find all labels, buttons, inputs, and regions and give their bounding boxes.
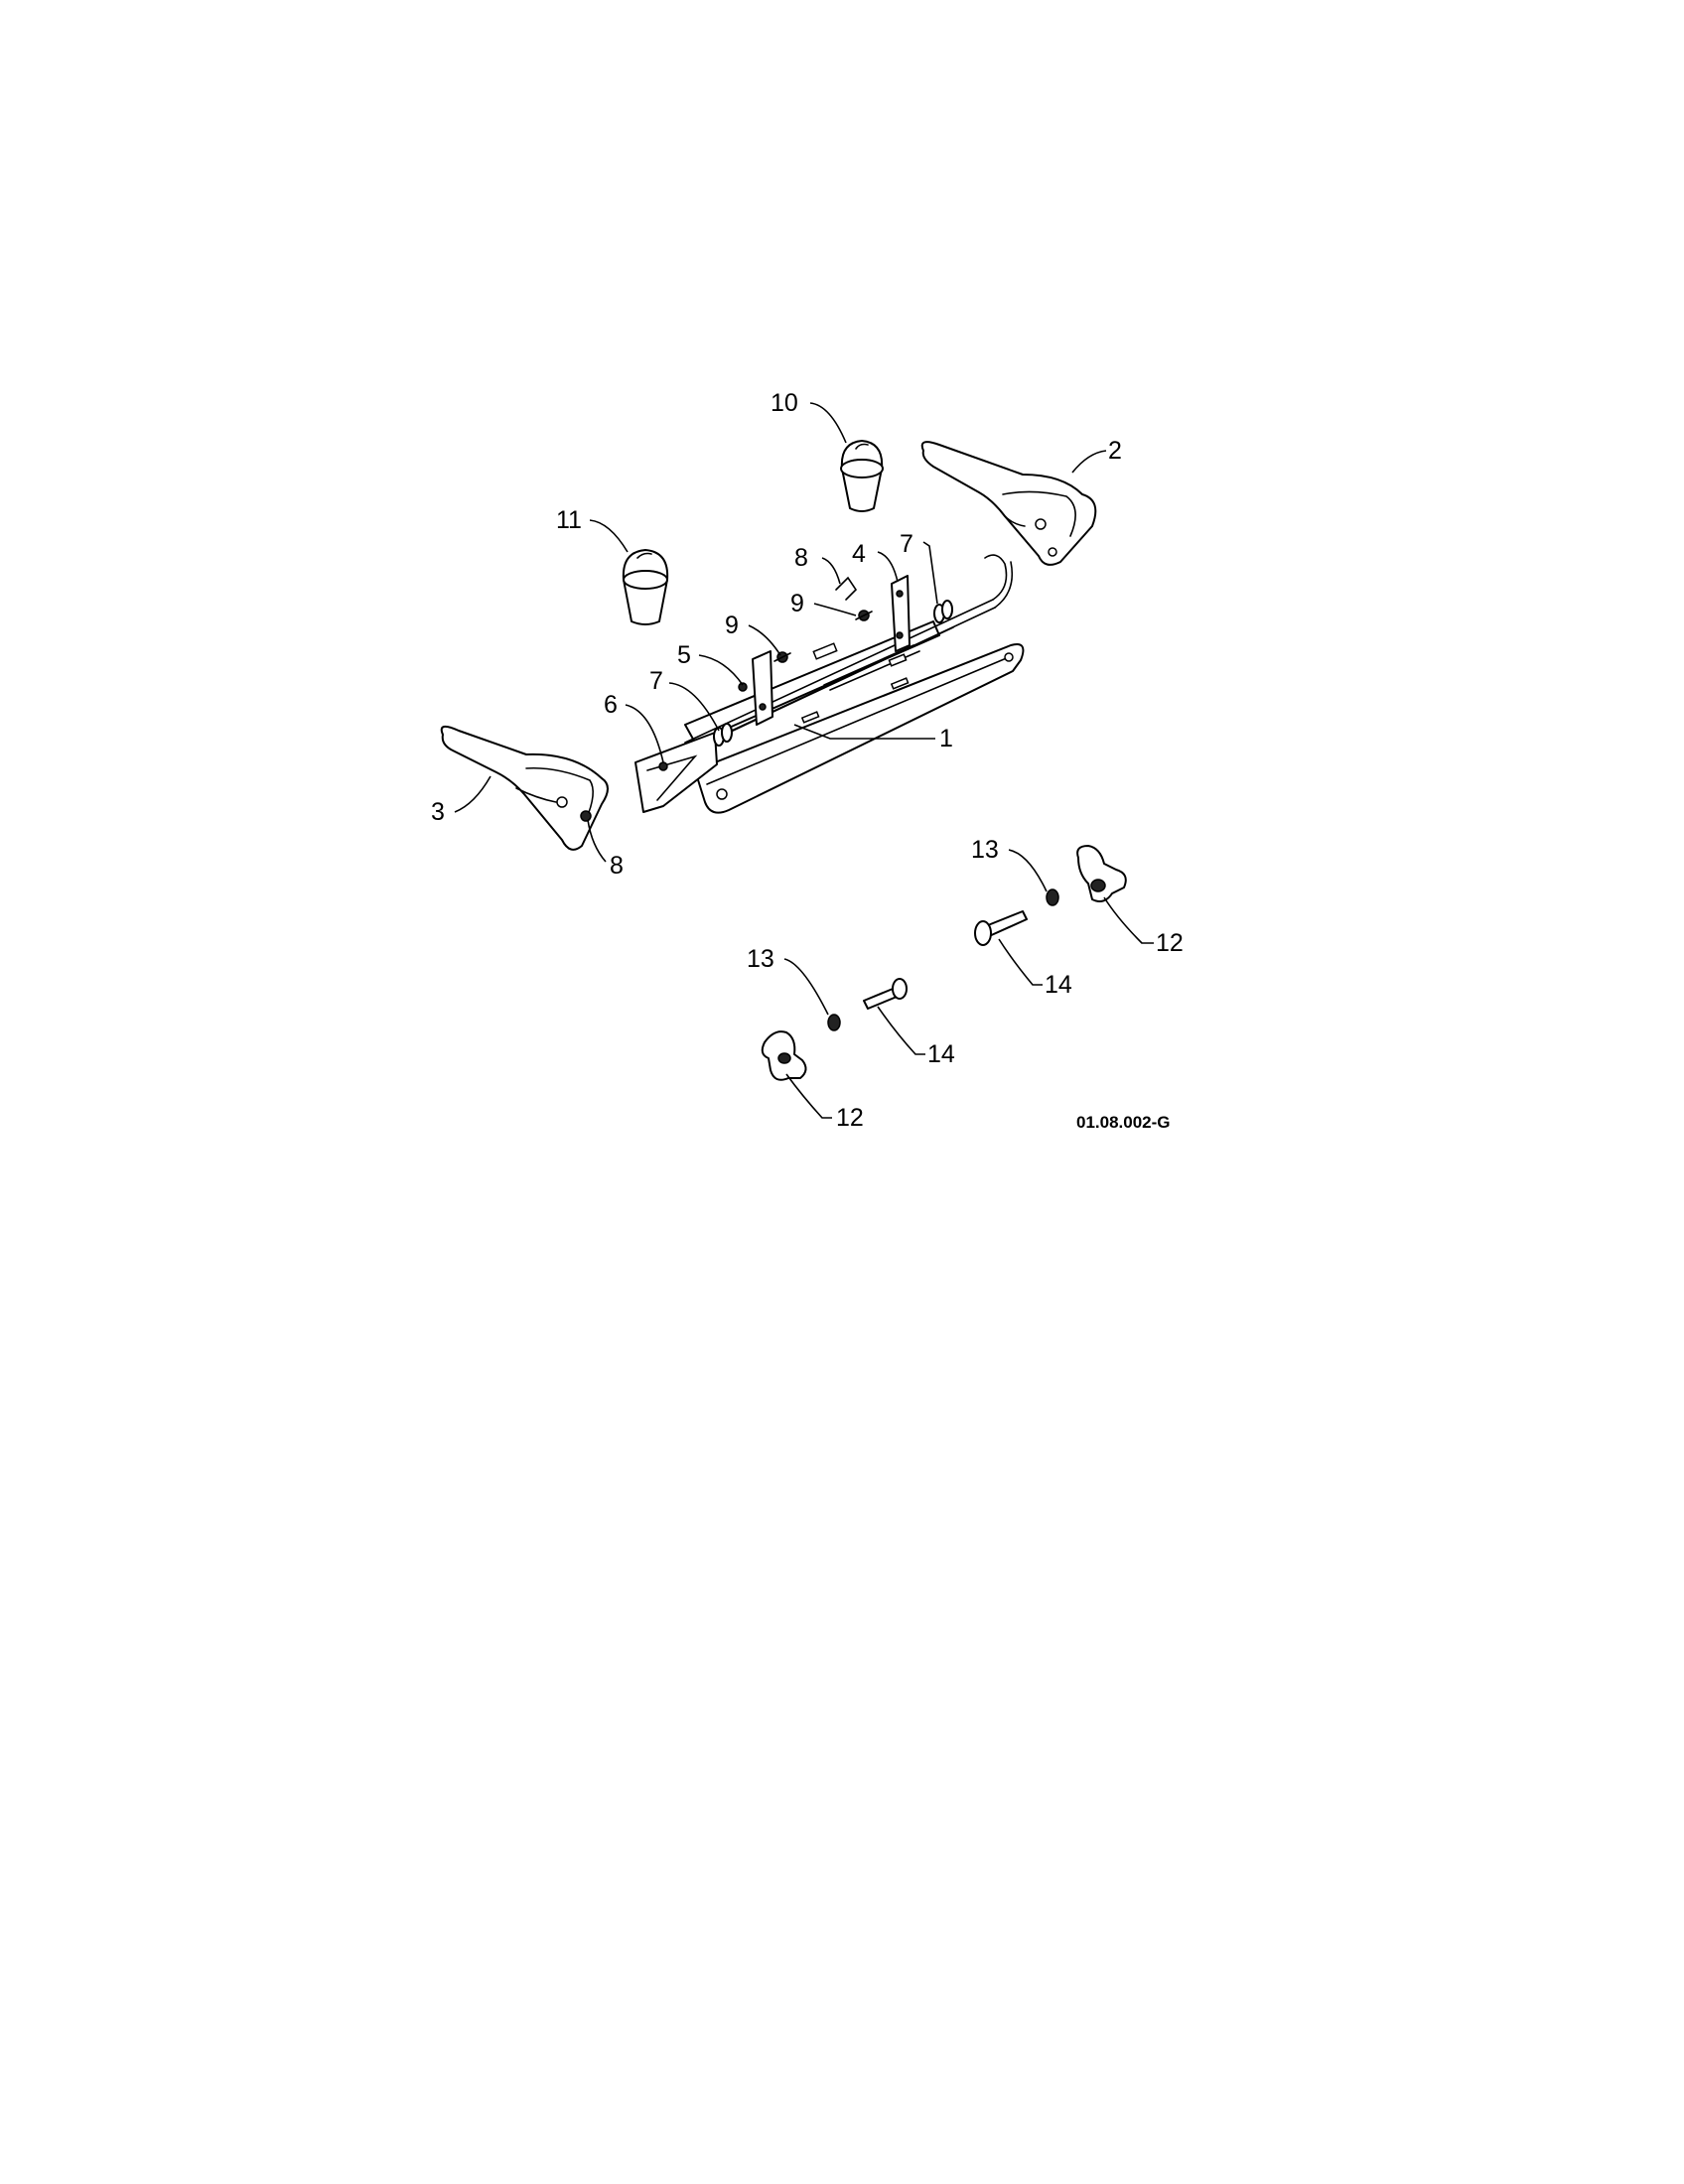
callout-7a: 7	[649, 667, 663, 695]
leader-1	[793, 724, 935, 740]
callout-8a: 8	[794, 544, 808, 572]
leader-9b	[748, 624, 781, 656]
leader-lines	[454, 402, 1154, 1119]
leader-7a	[668, 682, 720, 732]
leader-14b	[877, 1006, 925, 1055]
part-4-bracket	[891, 575, 911, 652]
callout-9a: 9	[790, 590, 804, 617]
leader-3	[454, 775, 491, 813]
callout-1: 1	[939, 725, 953, 752]
callout-4: 4	[852, 540, 866, 568]
leader-13b	[783, 958, 829, 1016]
leader-6	[625, 704, 664, 763]
leader-13a	[1008, 849, 1048, 892]
leader-8b	[587, 819, 607, 863]
leader-12b	[785, 1073, 832, 1119]
part-10-knob	[840, 440, 884, 512]
callout-13b: 13	[747, 945, 774, 973]
callout-14a: 14	[1045, 971, 1072, 999]
leader-14a	[998, 938, 1043, 986]
leader-10	[809, 402, 847, 444]
callout-8b: 8	[610, 852, 624, 880]
callout-12a: 12	[1156, 929, 1184, 957]
callout-2: 2	[1108, 437, 1122, 465]
leader-2	[1071, 450, 1107, 474]
callout-9b: 9	[725, 612, 739, 639]
part-14-bolt-left	[863, 978, 908, 1010]
slide-frame	[684, 554, 1014, 751]
part-2-handle-right	[920, 441, 1097, 566]
part-13-washer-right	[1046, 888, 1059, 906]
part-6-bracket	[634, 732, 718, 813]
callout-13a: 13	[971, 836, 999, 864]
part-8-clip	[835, 576, 858, 601]
leader-5	[698, 654, 744, 686]
callout-12b: 12	[836, 1104, 864, 1132]
part-9-bolt-lower	[773, 651, 791, 663]
callout-11: 11	[556, 506, 582, 534]
callout-5: 5	[677, 641, 691, 669]
part-7-spacer-right	[933, 600, 953, 623]
part-12-wingnut-right	[1076, 845, 1127, 902]
part-14-bolt-right	[974, 910, 1028, 946]
leader-9a	[813, 603, 857, 616]
part-7-spacer-left	[713, 723, 733, 747]
leader-4	[877, 551, 899, 583]
part-3-handle-right	[440, 725, 609, 851]
callout-labels: 1 2 3 4 5 6 7 7 8 8 9 9 10 11 12 12 13 1…	[431, 389, 1184, 1132]
leader-11	[589, 519, 629, 553]
leader-12a	[1103, 896, 1154, 944]
leader-7b	[922, 541, 938, 605]
part-11-knob	[622, 549, 669, 625]
leader-8a	[821, 557, 841, 585]
part-12-wingnut-left	[761, 1030, 807, 1081]
callout-10: 10	[771, 389, 798, 417]
part-9-bolt-upper	[855, 610, 873, 621]
part-13-washer-left	[827, 1014, 841, 1031]
figure-id: 01.08.002-G	[1076, 1113, 1171, 1132]
callout-7b: 7	[900, 530, 913, 558]
part-5-bracket	[738, 650, 773, 726]
callout-14b: 14	[927, 1040, 955, 1068]
part-1-rail	[694, 643, 1025, 814]
callout-3: 3	[431, 798, 445, 826]
callout-6: 6	[604, 691, 618, 719]
